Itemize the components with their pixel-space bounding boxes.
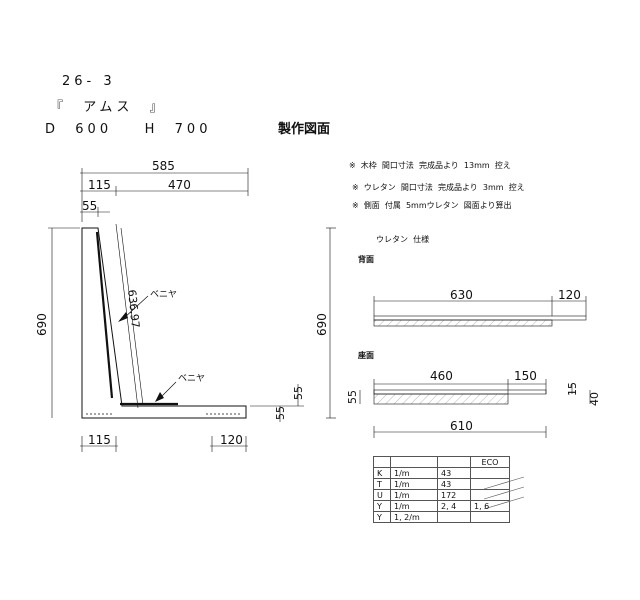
eco-cell: 1/m	[390, 467, 438, 479]
eco-cell: 172	[437, 489, 471, 501]
eco-cell: 1, 2/m	[390, 511, 438, 523]
eco-cell: 2, 4	[437, 500, 471, 512]
dim-690-right: 690	[315, 313, 329, 336]
dim-690-left: 690	[35, 313, 49, 336]
seat-dim-610: 610	[450, 419, 473, 433]
dim-636-97: 636.97	[125, 289, 142, 329]
seat-dim-150: 150	[514, 369, 537, 383]
note-3: ※ 側面 付属 5mmウレタン 図面より算出	[352, 201, 512, 210]
model-name: 『 アムス 』	[50, 100, 167, 115]
seat-dim-55: 55	[346, 390, 359, 404]
eco-header-row: ECO	[373, 456, 510, 468]
dim-470: 470	[168, 178, 191, 192]
seat-urethane-hatch	[373, 393, 509, 405]
eco-row: T 1/m 43	[373, 478, 510, 490]
eco-cell: K	[373, 467, 391, 479]
dim-115: 115	[88, 178, 111, 192]
back-urethane-hatch	[373, 319, 553, 327]
back-urethane-top	[373, 315, 587, 321]
eco-cell: 1/m	[390, 478, 438, 490]
diag-dim-line-2	[120, 227, 144, 406]
veneer-label-2: ベニヤ	[178, 374, 205, 384]
eco-h0	[373, 456, 391, 468]
dim-bottom-115: 115	[88, 433, 111, 447]
veneer-arrow-1	[118, 312, 128, 322]
veneer-leader-1	[123, 295, 149, 319]
eco-h2	[437, 456, 471, 468]
side-frame-outline	[81, 227, 247, 419]
dim-seat-55b: 55	[292, 386, 305, 400]
dim-55: 55	[82, 199, 97, 213]
eco-cell	[470, 478, 510, 490]
eco-cell: 1, 6	[470, 500, 510, 512]
veneer-leader-2	[159, 381, 177, 399]
eco-table: ECO K 1/m 43 T 1/m 43 U 1/m 172 Y 1/m 2,…	[373, 456, 510, 523]
eco-h3: ECO	[470, 456, 510, 468]
eco-cell: 43	[437, 478, 471, 490]
back-label: 背面	[358, 255, 374, 264]
model-code: 26- 3	[62, 74, 116, 89]
veneer-arrow-2	[155, 392, 164, 402]
eco-cell	[437, 511, 471, 523]
dim-seat-55a: 55	[274, 406, 287, 420]
seat-dim-460: 460	[430, 369, 453, 383]
veneer-label-1: ベニヤ	[150, 290, 177, 300]
eco-cell: Y	[373, 500, 391, 512]
note-2: ※ ウレタン 間口寸法 完成品より 3mm 控え	[352, 183, 525, 192]
eco-row: Y 1/m 2, 4 1, 6	[373, 500, 510, 512]
urethan-spec-label: ウレタン 仕様	[376, 235, 430, 244]
eco-cell: 43	[437, 467, 471, 479]
eco-cell: 1/m	[390, 489, 438, 501]
eco-cell: U	[373, 489, 391, 501]
back-dim-630: 630	[450, 288, 473, 302]
eco-cell: Y	[373, 511, 391, 523]
seat-dim-40: 40	[588, 392, 601, 406]
dim-585: 585	[152, 159, 175, 173]
eco-cell	[470, 489, 510, 501]
eco-cell	[470, 511, 510, 523]
veneer-back-line	[95, 231, 114, 399]
eco-cell: T	[373, 478, 391, 490]
model-size: D 600 H 700	[45, 122, 212, 137]
back-dim-120: 120	[558, 288, 581, 302]
eco-cell	[470, 467, 510, 479]
eco-row: U 1/m 172	[373, 489, 510, 501]
eco-row: K 1/m 43	[373, 467, 510, 479]
eco-h1	[390, 456, 438, 468]
side-profile	[81, 223, 247, 419]
eco-cell: 1/m	[390, 500, 438, 512]
note-1: ※ 木枠 間口寸法 完成品より 13mm 控え	[349, 161, 511, 170]
eco-row: Y 1, 2/m	[373, 511, 510, 523]
seat-dim-15: 15	[566, 382, 579, 396]
seat-urethane-top	[373, 389, 547, 395]
drawing-title: 製作図面	[278, 122, 331, 137]
seat-label: 座面	[358, 351, 374, 360]
dim-bottom-120: 120	[220, 433, 243, 447]
